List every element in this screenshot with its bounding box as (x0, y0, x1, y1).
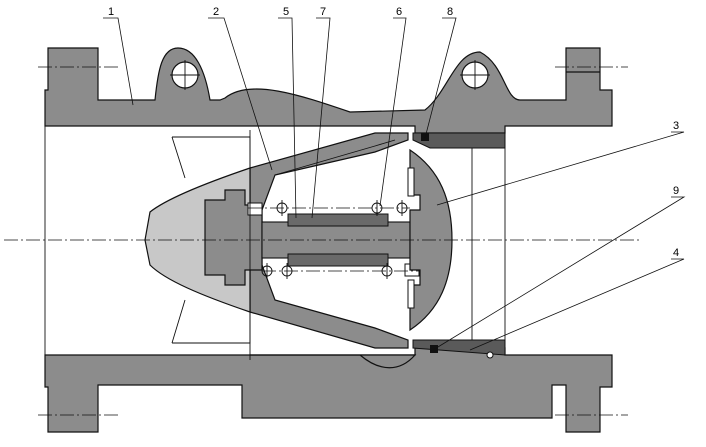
callout-5: 5 (283, 6, 289, 18)
spring-upper (287, 213, 389, 227)
retaining-screw (486, 351, 494, 359)
pin-markers (261, 200, 408, 279)
body-lower-bulge (250, 354, 417, 369)
body-lower-wall (44, 347, 613, 433)
spring-lower (287, 253, 389, 267)
center-lines (4, 66, 642, 416)
callout-3: 3 (673, 120, 679, 132)
callout-labels: 1 2 3 4 5 6 7 8 9 (108, 6, 679, 259)
callout-2: 2 (213, 6, 219, 18)
callout-4: 4 (673, 247, 679, 259)
stem-assembly (247, 202, 420, 277)
callout-1: 1 (108, 6, 114, 18)
flange-ears (170, 60, 490, 90)
callout-leaders (103, 17, 686, 351)
guide-pin-left (247, 202, 263, 216)
callout-7: 7 (320, 6, 326, 18)
callout-9: 9 (673, 185, 679, 197)
body-upper-wall (44, 47, 613, 134)
inlet-bore (44, 126, 251, 360)
callout-6: 6 (396, 6, 402, 18)
callout-8: 8 (447, 6, 453, 18)
